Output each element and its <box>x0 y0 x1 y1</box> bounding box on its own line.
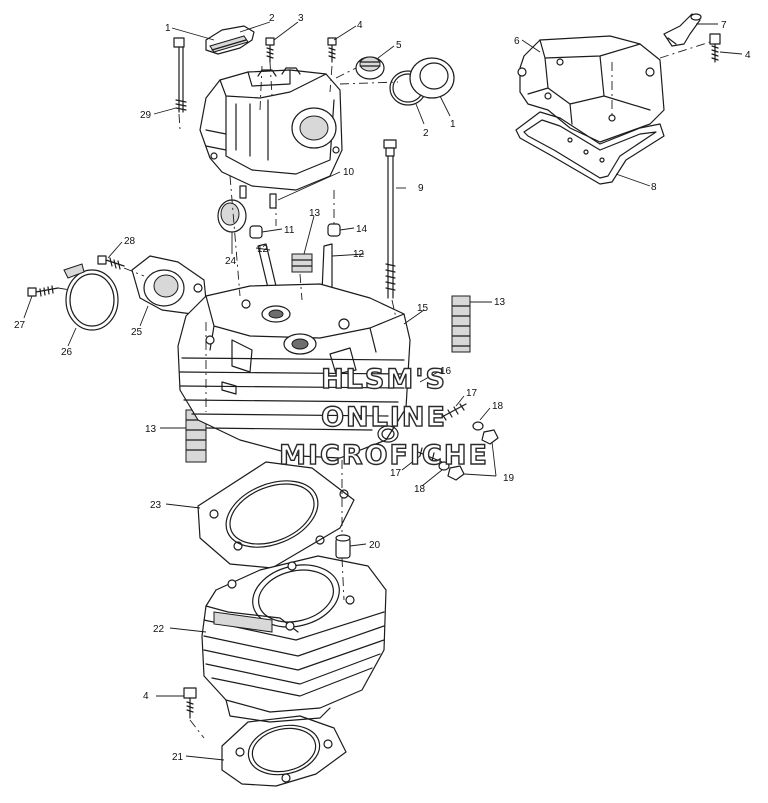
clip-stack-part-13-right <box>451 295 471 353</box>
callout-27: 27 <box>14 320 26 331</box>
clamp-part-26 <box>63 263 119 331</box>
callout-10: 10 <box>343 167 355 178</box>
bolt-part-27 <box>27 285 59 297</box>
bolt-part-4-lower <box>183 687 197 719</box>
intake-manifold-part-25 <box>131 255 207 315</box>
intake-boot-part-1 <box>205 25 255 55</box>
stud-part-17-lower <box>417 447 443 463</box>
callout-8: 8 <box>651 182 657 193</box>
callout-29: 29 <box>140 110 152 121</box>
callout-17a: 17 <box>466 388 478 399</box>
callout-14: 14 <box>356 224 368 235</box>
nut-part-19-lower <box>447 465 465 481</box>
callout-21: 21 <box>172 752 184 763</box>
callout-6: 6 <box>514 36 520 47</box>
callout-9: 9 <box>418 183 424 194</box>
stud-part-17-upper <box>439 403 467 421</box>
valve-cap-part-14 <box>327 223 341 237</box>
dowel-pin-left <box>239 185 247 199</box>
dowel-pin-part-10 <box>269 193 277 209</box>
plug-part-24 <box>217 199 247 233</box>
cover-bolt-part-4-right <box>709 33 721 63</box>
callout-1a: 1 <box>165 23 171 34</box>
callout-12b: 12 <box>353 249 365 260</box>
bolt-part-4-top <box>327 37 337 63</box>
callout-labels: 1 2 3 4 5 1 2 29 10 9 6 7 4 8 11 14 13 1… <box>14 13 751 763</box>
washer-part-18-lower <box>438 461 450 471</box>
cylinder-head-part-15 <box>177 283 411 459</box>
watermark-line-3: MICROFICHE <box>279 440 489 471</box>
clip-part-13-center <box>291 253 313 273</box>
callout-18b: 18 <box>414 484 426 495</box>
leader-lines <box>23 21 743 761</box>
callout-1b: 1 <box>450 119 456 130</box>
washer-part-18-upper <box>472 421 484 431</box>
camshaft-holder <box>199 67 343 191</box>
callout-5: 5 <box>396 40 402 51</box>
head-gasket-part-23 <box>197 461 355 569</box>
callout-15: 15 <box>417 303 429 314</box>
callout-7: 7 <box>721 20 727 31</box>
alignment-lines <box>57 41 711 739</box>
plug-part-1-right <box>409 57 455 99</box>
callout-4c: 4 <box>143 691 149 702</box>
valve-cover-gasket-part-8 <box>515 111 665 185</box>
watermark-line-1: HLSM'S <box>321 364 447 395</box>
callout-22: 22 <box>153 624 165 635</box>
bolt-part-3 <box>265 37 275 63</box>
valve-cover-part-6 <box>517 35 665 143</box>
callout-25: 25 <box>131 327 143 338</box>
callout-28: 28 <box>124 236 136 247</box>
callout-2a: 2 <box>269 13 275 24</box>
inspection-cap-part-5 <box>355 56 385 80</box>
callout-13c: 13 <box>145 424 157 435</box>
clip-stack-part-13-left <box>185 409 207 463</box>
callout-3: 3 <box>298 13 304 24</box>
callout-24: 24 <box>225 256 237 267</box>
cylinder-part-22 <box>201 555 387 723</box>
callout-18a: 18 <box>492 401 504 412</box>
callout-26: 26 <box>61 347 73 358</box>
callout-17b: 17 <box>390 468 402 479</box>
breather-elbow-part-7 <box>663 13 702 47</box>
exhaust-gasket-part-16 <box>377 425 399 443</box>
callout-13a: 13 <box>309 208 321 219</box>
callout-20: 20 <box>369 540 381 551</box>
watermark-line-2: ONLINE <box>321 402 447 433</box>
valve-cap-part-11 <box>249 225 263 239</box>
callout-16: 16 <box>440 366 452 377</box>
long-bolt-part-29 <box>173 37 187 113</box>
callout-19: 19 <box>503 473 515 484</box>
watermark: HLSM'S ONLINE MICROFICHE <box>278 363 489 471</box>
dowel-part-20 <box>335 534 351 559</box>
bolt-part-28 <box>97 255 125 270</box>
base-gasket-part-21 <box>221 715 347 787</box>
stud-bolt-part-9 <box>383 139 397 299</box>
callout-13b: 13 <box>494 297 506 308</box>
callout-23: 23 <box>150 500 162 511</box>
callout-4b: 4 <box>745 50 751 61</box>
callout-12a: 12 <box>257 244 269 255</box>
callout-4a: 4 <box>357 20 363 31</box>
callout-2b: 2 <box>423 128 429 139</box>
callout-11: 11 <box>284 225 295 236</box>
nut-part-19-upper <box>481 429 499 445</box>
